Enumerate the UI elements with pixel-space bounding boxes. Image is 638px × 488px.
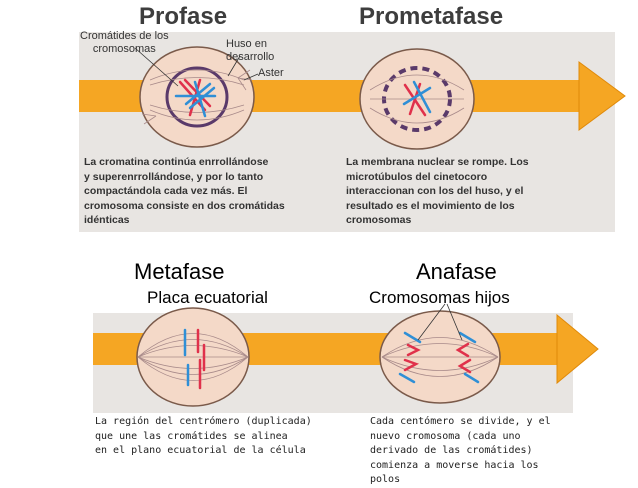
prometaphase-title: Prometafase <box>359 3 504 30</box>
prophase-spindle <box>149 69 245 121</box>
prophase-description: La cromatina continúa enrrollándose y su… <box>84 156 285 226</box>
spindle-label: Huso en desarrollo <box>226 38 275 63</box>
aster-label: Aster <box>258 67 284 79</box>
prophase-chromosomes <box>174 78 217 118</box>
chromatids-label: Cromátides de los cromosomas <box>80 30 169 55</box>
anaphase-title: Anafase <box>416 259 497 284</box>
prophase-aster <box>141 69 253 125</box>
anaphase-pointers <box>417 303 463 341</box>
anaphase-cell <box>379 303 501 404</box>
prophase-title: Profase <box>139 3 228 30</box>
equatorial-plate-label: Placa ecuatorial <box>147 288 268 307</box>
metaphase-title: Metafase <box>134 259 225 284</box>
prophase-pointers <box>134 47 259 87</box>
metaphase-cell <box>136 307 250 407</box>
anaphase-description: Cada centómero se divide, y el nuevo cro… <box>370 416 551 485</box>
metaphase-description: La región del centrómero (duplicada) que… <box>95 416 312 456</box>
prophase-cell <box>134 46 259 148</box>
prometaphase-description: La membrana nuclear se rompe. Los microt… <box>346 156 529 226</box>
daughter-chromosomes-label: Cromosomas hijos <box>369 288 510 307</box>
prometaphase-cell <box>359 48 475 150</box>
